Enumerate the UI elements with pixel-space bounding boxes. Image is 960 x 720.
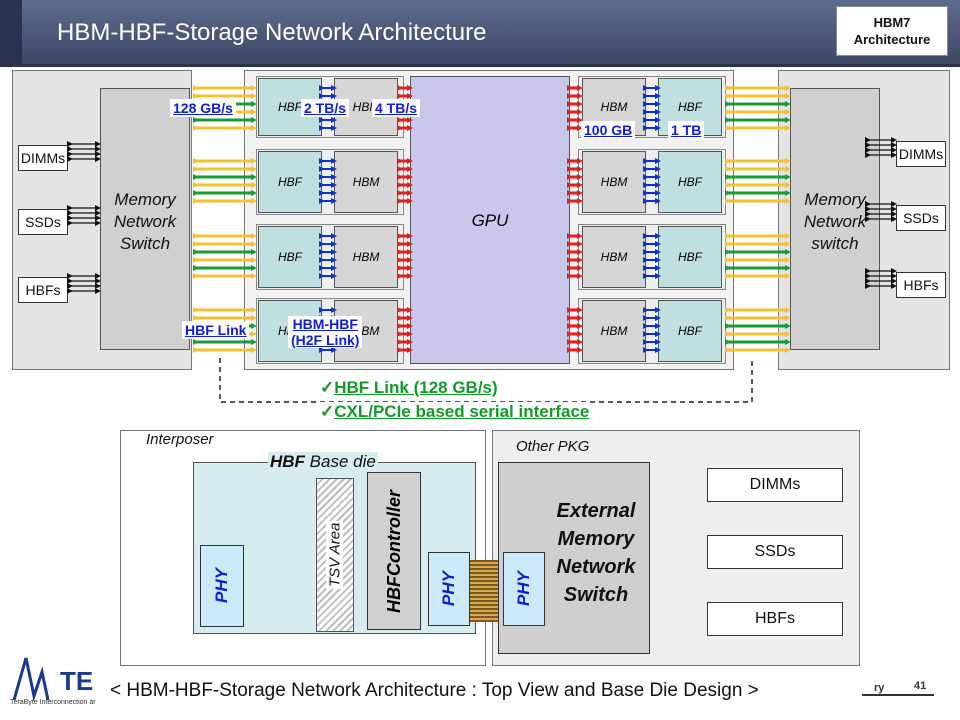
ext-dimms-box: DIMMs xyxy=(707,468,843,502)
ext-hbfs-box: HBFs xyxy=(707,602,843,636)
footer-rule xyxy=(862,694,934,696)
hbm-die-l3: HBM xyxy=(334,226,398,288)
header-accent xyxy=(0,0,22,64)
label-hbf-link: HBF Link xyxy=(182,321,250,339)
check-item-1: ✓HBF Link (128 GB/s) xyxy=(320,378,498,398)
gpu-die: GPU xyxy=(410,76,570,364)
label-1tb: 1 TB xyxy=(668,121,705,139)
base-die-title-bold: HBF xyxy=(270,452,305,471)
tsv-area: TSV Area xyxy=(316,478,354,632)
right-switch-line-2: Network xyxy=(803,212,867,231)
tsv-area-label: TSV Area xyxy=(326,520,344,590)
page-number: 41 xyxy=(914,680,927,692)
label-128gbs: 128 GB/s xyxy=(170,99,236,117)
other-pkg-label: Other PKG xyxy=(516,438,590,455)
right-ssds-box: SSDs xyxy=(896,205,946,231)
left-switch-line-3: Switch xyxy=(119,234,171,253)
badge-line-1: HBM7 xyxy=(873,15,911,30)
check-text-1: HBF Link (128 GB/s) xyxy=(334,378,498,397)
left-hbfs-box: HBFs xyxy=(18,277,68,303)
controller-line-1: HBF xyxy=(384,575,404,613)
hbm-die-l2: HBM xyxy=(334,151,398,213)
hbf-die-r4: HBF xyxy=(658,300,722,362)
left-switch-line-2: Network xyxy=(113,212,177,231)
ext-switch-line-2: Memory xyxy=(557,528,635,550)
left-switch-line-1: Memory xyxy=(114,190,176,209)
label-hbm-hbf-line1: HBM-HBF xyxy=(292,316,358,332)
left-memory-network-switch: Memory Network Switch xyxy=(100,88,190,350)
check-text-2: CXL/PCIe based serial interface xyxy=(334,402,590,421)
ext-ssds-box: SSDs xyxy=(707,535,843,569)
check-mark-2: ✓ xyxy=(320,402,335,421)
right-switch-line-1: Memory xyxy=(804,190,866,209)
ext-switch-line-3: Network xyxy=(556,556,636,578)
logo-text: TE xyxy=(60,666,94,696)
footer-page-fragment: ry xyxy=(874,682,885,694)
left-ssds-box: SSDs xyxy=(18,209,68,235)
hbf-die-l3: HBF xyxy=(258,226,322,288)
right-memory-network-switch: Memory Network switch xyxy=(790,88,880,350)
hbm-die-r4: HBM xyxy=(582,300,646,362)
label-4tbs: 4 TB/s xyxy=(372,99,421,117)
badge-line-2: Architecture xyxy=(853,32,931,47)
ext-switch-line-4: Switch xyxy=(563,584,629,606)
label-2tbs: 2 TB/s xyxy=(301,99,350,117)
hbf-die-r2: HBF xyxy=(658,151,722,213)
base-die-title-rest: Base die xyxy=(304,452,376,471)
hbf-die-r3: HBF xyxy=(658,226,722,288)
page-title: HBM-HBF-Storage Network Architecture xyxy=(57,19,487,46)
logo-subtext: TeraByte Interconnection ar xyxy=(10,699,96,706)
interposer-label: Interposer xyxy=(146,431,214,448)
check-mark-1: ✓ xyxy=(320,378,335,397)
terabyte-logo-icon xyxy=(12,657,50,702)
label-hbm-hbf-line2: (H2F Link) xyxy=(291,332,360,348)
phy-mid: PHY xyxy=(428,552,470,626)
hbf-die-l2: HBF xyxy=(258,151,322,213)
right-hbfs-box: HBFs xyxy=(896,272,946,298)
phy-right: PHY xyxy=(503,552,545,626)
external-switch-label: External Memory Network Switch xyxy=(546,497,646,609)
footer-caption: < HBM-HBF-Storage Network Architecture :… xyxy=(104,680,765,702)
header-divider xyxy=(0,64,960,67)
ext-switch-line-1: External xyxy=(556,500,636,522)
label-hbm-hbf-link: HBM-HBF (H2F Link) xyxy=(288,316,363,348)
base-die-title: HBF Base die xyxy=(268,452,378,472)
header-bar xyxy=(0,0,960,64)
controller-line-2: Controller xyxy=(384,489,404,576)
hbf-controller: HBF Controller xyxy=(367,472,421,630)
left-dimms-box: DIMMs xyxy=(18,145,68,171)
right-dimms-box: DIMMs xyxy=(896,141,946,167)
architecture-badge: HBM7 Architecture xyxy=(836,6,948,56)
check-item-2: ✓CXL/PCIe based serial interface xyxy=(320,402,590,422)
right-switch-line-3: switch xyxy=(811,234,859,253)
label-100gb: 100 GB xyxy=(581,121,636,139)
phy-left: PHY xyxy=(200,545,244,627)
